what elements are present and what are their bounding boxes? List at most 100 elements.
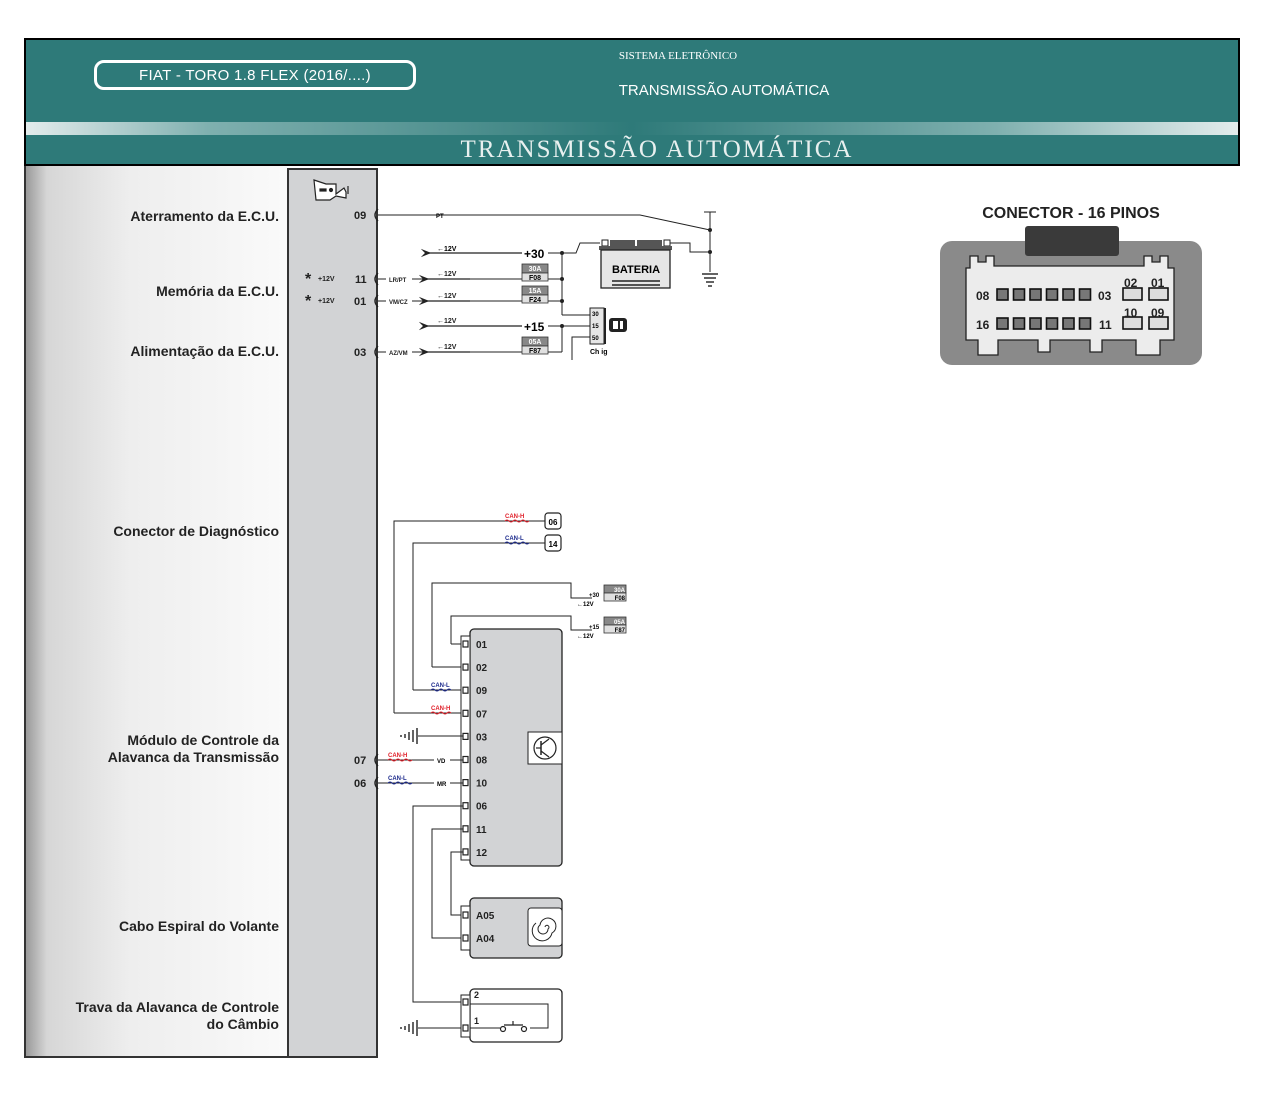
obd-pin-socket [1029, 288, 1042, 301]
label-shift-lock-line2: do Câmbio [206, 1016, 279, 1032]
header-banner: FIAT - TORO 1.8 FLEX (2016/....) SISTEMA… [24, 38, 1240, 166]
obd-pin-socket [1045, 288, 1059, 301]
obd-pin-socket [1012, 317, 1026, 330]
ecu-pin-06: 06 [354, 778, 366, 790]
wire-color-pt: PT [436, 214, 444, 220]
fuse-f87-id: F87 [529, 348, 541, 355]
obd-pin-socket [1029, 317, 1042, 330]
fuse-f87-amp: 05A [529, 339, 542, 346]
lever-fuse-top-voltage: ←12V [577, 602, 594, 608]
lever-pin-terminal [462, 686, 469, 694]
lever-pin-11: 11 [476, 825, 487, 836]
obd-pin-socket [1078, 288, 1092, 301]
obd-pin-03: 03 [1098, 289, 1112, 303]
ignition-switch [589, 307, 606, 345]
header-divider [26, 122, 1238, 135]
label-diagnostic-connector: Conector de Diagnóstico [113, 523, 279, 539]
obd-pin-socket-large [1122, 287, 1143, 301]
transmission-ecu-icon [313, 179, 349, 201]
obd-pin-socket [1012, 288, 1026, 301]
lever-pin-terminal [462, 802, 469, 810]
lever-fuse-top-id: F08 [615, 596, 626, 602]
lever-fuse-top-plus: +30 [589, 593, 600, 599]
lever-pin-02: 02 [476, 663, 488, 674]
lever-fuse-bot-plus: +15 [589, 625, 600, 631]
lever-pin-10: 10 [476, 779, 488, 790]
wire-color-vd: VD [437, 759, 446, 765]
obd-pin-10: 10 [1124, 306, 1138, 320]
obd-pin-08: 08 [976, 289, 990, 303]
obd-pin-socket [1078, 317, 1092, 330]
lever-pin-terminal [462, 848, 469, 856]
label-lever-module: Módulo de Controle da Alavanca da Transm… [108, 732, 279, 766]
label-lever-module-line1: Módulo de Controle da [127, 732, 279, 748]
label-shift-lock: Trava da Alavanca de Controle do Câmbio [76, 999, 279, 1033]
diag-pin-14: 14 [549, 540, 558, 549]
star-voltage-2: +12V [318, 298, 335, 305]
wire-color-azvm: AZ/VM [389, 351, 408, 357]
obd-pin-socket-large [1148, 316, 1169, 330]
lever-pin-terminal [462, 825, 469, 833]
obd-pin-socket [996, 288, 1009, 301]
lever-can-l-label: CAN-L [431, 683, 450, 689]
spiral-pin-terminal [462, 934, 469, 942]
label-12v-d: ←12V [437, 318, 457, 325]
wire-color-lrpt: LR/PT [389, 278, 407, 284]
obd-pin-01: 01 [1151, 276, 1165, 290]
label-ecu-power: Alimentação da E.C.U. [130, 343, 279, 359]
lever-pin-terminal [462, 640, 469, 648]
ecu-module [287, 168, 378, 1058]
label-ecu-ground: Aterramento da E.C.U. [130, 208, 279, 224]
diag-can-l-label: CAN-L [505, 536, 524, 542]
wire-color-mr: MR [437, 782, 447, 788]
lever-can-h-label: CAN-H [431, 706, 450, 712]
obd-pin-socket [996, 317, 1009, 330]
label-12v-c: ←12V [437, 293, 457, 300]
lever-pin-09: 09 [476, 686, 488, 697]
ground-icon [702, 273, 718, 287]
star-voltage-1: +12V [318, 276, 335, 283]
ground-icon [400, 1020, 418, 1036]
lever-pin-terminal [462, 732, 469, 741]
obd-pin-socket [1062, 288, 1075, 301]
lock-pin-terminal [462, 998, 469, 1006]
obd-pin-02: 02 [1124, 276, 1138, 290]
obd-pin-11: 11 [1099, 318, 1112, 332]
connector-title: CONECTOR - 16 PINOS [982, 205, 1160, 222]
clockspring-module [460, 897, 563, 959]
switch-icon [499, 1021, 528, 1033]
label-plus15: +15 [524, 320, 545, 334]
fuse-f08-amp: 30A [529, 266, 542, 273]
lever-fuse-bot-amp: 05A [614, 620, 626, 626]
label-12v-a: ←12V [437, 246, 457, 253]
battery-label: BATERIA [612, 264, 660, 276]
fuse-f08 [521, 263, 549, 282]
label-12v-e: ←12V [437, 344, 457, 351]
ecu-pin-11: 11 [355, 274, 367, 286]
diag-can-h-label: CAN-H [505, 514, 524, 520]
wire-color-vmcz: VM/CZ [389, 300, 408, 306]
ignition-label: Ch ig [590, 349, 608, 356]
spiral-pin-A04: A04 [476, 934, 495, 945]
lock-pin-terminal [462, 1024, 469, 1032]
spiral-pin-A05: A05 [476, 911, 495, 922]
label-ecu-memory: Memória da E.C.U. [156, 283, 279, 299]
ecu-can-l-label: CAN-L [388, 776, 407, 782]
asterisk-icon: * [305, 293, 312, 310]
fuse-f24 [521, 285, 549, 304]
obd-pin-socket [1062, 317, 1075, 330]
lock-pin-2: 2 [474, 990, 479, 1000]
ecu-pin-01: 01 [354, 296, 366, 308]
fuse-f87 [521, 336, 549, 355]
page-title: TRANSMISSÃO AUTOMÁTICA [460, 136, 854, 163]
lever-fuse-top-amp: 30A [614, 588, 626, 594]
lever-pin-06: 06 [476, 802, 488, 813]
diag-pin-14-terminal [544, 534, 562, 552]
diag-pin-06: 06 [549, 518, 558, 527]
header-subtitle: TRANSMISSÃO AUTOMÁTICA [618, 82, 830, 99]
label-shift-lock-line1: Trava da Alavanca de Controle [75, 999, 279, 1015]
obd-pin-16: 16 [976, 318, 990, 332]
vehicle-model-label: FIAT - TORO 1.8 FLEX (2016/....) [94, 60, 416, 90]
obd-pin-socket-large [1148, 287, 1169, 301]
